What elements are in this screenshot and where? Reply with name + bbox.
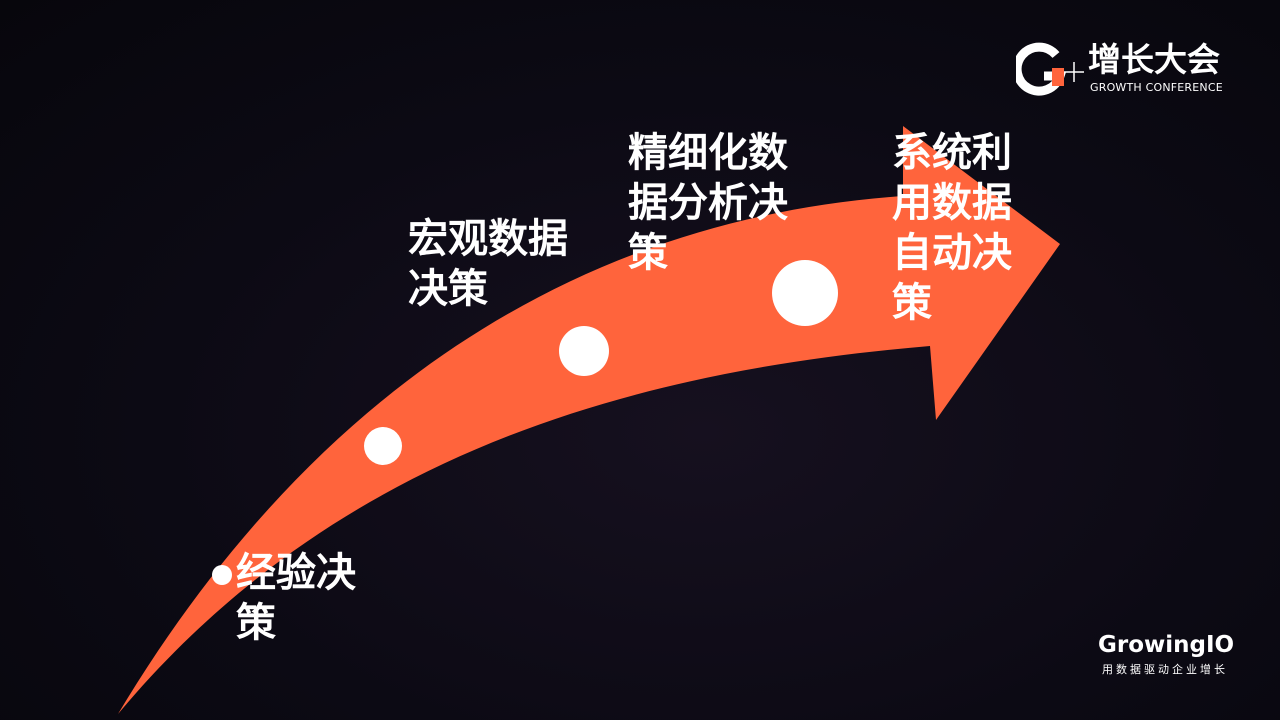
- stage-4-label: 系统利用数据自动决策: [892, 130, 1012, 326]
- growth-conference-logo: 增长大会 GROWTH CONFERENCE: [1016, 40, 1246, 100]
- stage-1-label: 经验决策: [236, 550, 356, 646]
- g-plus-logo-icon: [1016, 42, 1084, 96]
- stage-2-dot: [364, 427, 402, 465]
- growingio-logo: GrowingIO 用数据驱动企业增长: [1098, 630, 1248, 682]
- stage-2-label: 宏观数据决策: [408, 216, 568, 312]
- stage-4-dot: [772, 260, 838, 326]
- conference-title: 增长大会: [1088, 40, 1220, 79]
- stage-1-dot: [212, 565, 232, 585]
- stage-3-label: 精细化数据分析决策: [628, 130, 788, 276]
- company-slogan: 用数据驱动企业增长: [1102, 663, 1228, 676]
- conference-subtitle: GROWTH CONFERENCE: [1090, 81, 1223, 94]
- stage-3-dot: [559, 326, 609, 376]
- company-name: GrowingIO: [1098, 632, 1235, 658]
